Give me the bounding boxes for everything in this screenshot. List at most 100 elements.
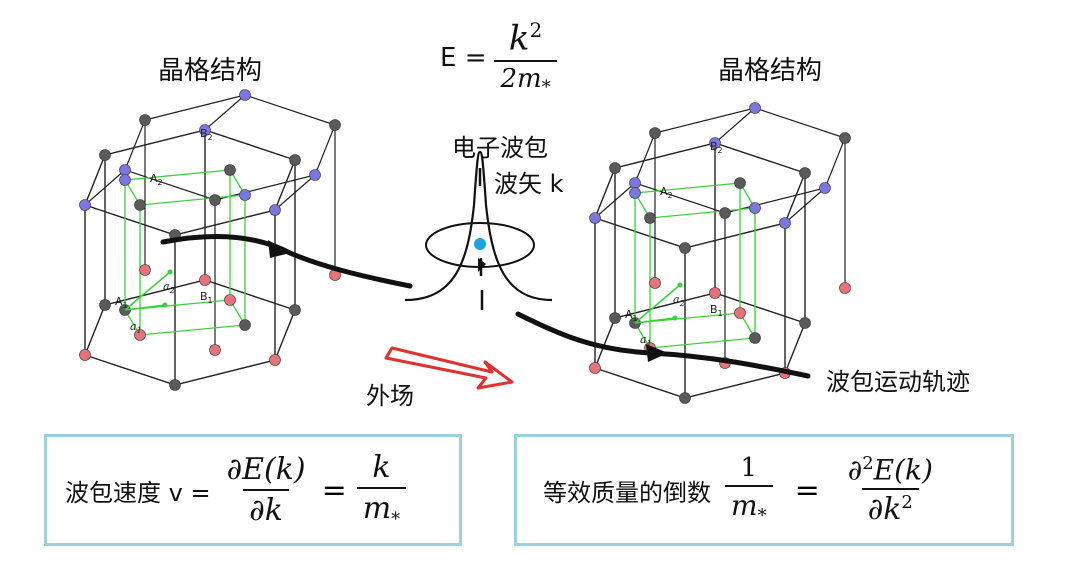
lattice-right-atom-cell-top [644, 212, 656, 224]
lattice-right-label-b1: B1 [710, 303, 723, 318]
lattice-left-atom-back [309, 169, 321, 181]
trajectory-arrow-left [268, 240, 290, 258]
lattice-right-atom-top [709, 137, 721, 149]
lattice-left-connector [274, 174, 316, 211]
lattice-left-title: 晶格结构 [158, 56, 263, 86]
lattice-right-vector-a2 [634, 284, 681, 324]
lattice-right-cell-top [633, 182, 757, 219]
lattice-right-vector-a2-head [677, 282, 683, 288]
lattice-right-atom-top [779, 217, 791, 229]
external-field-label: 外场 [366, 382, 414, 410]
lattice-right-vector-a1 [634, 317, 676, 324]
lattice-right-label-a1-vector: a1 [640, 333, 652, 348]
lattice-left-label-a2-atom: A2 [150, 172, 163, 187]
lattice-left-cell-top [123, 169, 247, 206]
lattice-right-label-a2-vector: a2 [673, 293, 685, 308]
lattice-left-atoms [79, 89, 341, 391]
lattice-right-atom-cell-bottom [734, 307, 746, 319]
lattice-right-atom-bottom [709, 287, 721, 299]
lattice-right-atom-top [609, 162, 621, 174]
velocity-den2-sub: * [391, 509, 401, 530]
lattice-left-label-b2-sub: 2 [208, 133, 213, 142]
lattice-left-lattice-vectors [124, 269, 173, 311]
dispersion-den-sub: * [541, 77, 551, 99]
mass-formula-box: 等效质量的倒数 1 m* = ∂2E(k) ∂k2 [514, 434, 1014, 546]
velocity-den2: m [362, 491, 392, 526]
external-field-arrow [384, 346, 514, 390]
velocity-formula-box: 波包速度 v = ∂E(k) ∂k = k m* [44, 434, 462, 546]
lattice-left-label-a1-vector-sub: 1 [137, 326, 142, 335]
dispersion-den: 2m [500, 64, 542, 95]
trajectory-path-right [515, 311, 811, 379]
lattice-right-label-a1-atom-sub: 1 [633, 314, 638, 323]
lattice-right-label-a2-vector-sub: 2 [679, 299, 685, 308]
lattice-left-atom-back [239, 89, 251, 101]
lattice-left-vector-a1-head [162, 302, 168, 308]
lattice-right-atom-cell-top [734, 177, 746, 189]
mass-fraction-2: ∂2E(k) ∂k2 [842, 453, 939, 527]
mass-den1: m [731, 489, 758, 523]
dispersion-fraction: k2 2m* [494, 18, 557, 99]
velocity-num1: ∂E(k) [226, 452, 306, 487]
dispersion-k: k [508, 18, 530, 59]
lattice-right-label-a1-atom: A1 [625, 308, 638, 323]
lattice-right-top-hex [594, 142, 806, 249]
lattice-left-atom-back-bottom [139, 264, 151, 276]
lattice-left-atom-bottom [99, 299, 111, 311]
lattice-right-atom-back-bottom [839, 282, 851, 294]
lattice-left-vector-a2-head [167, 269, 173, 275]
lattice-right-atom-back [629, 177, 641, 189]
lattice-left-atom-bottom [199, 274, 211, 286]
lattice-right-atom-back [719, 207, 731, 219]
lattice-left-label-a2-atom-sub: 2 [158, 178, 163, 187]
mass-den2: ∂k [867, 492, 902, 528]
lattice-right-label-a1-vector-sub: 1 [647, 339, 652, 348]
lattice-left-atom-cell-top [119, 174, 131, 186]
lattice-left-atom-top [99, 149, 111, 161]
lattice-left-atom-cell-bottom [134, 329, 146, 341]
axis-arrowhead [478, 258, 486, 272]
lattice-left-atom-cell-top [134, 199, 146, 211]
lattice-left-atom-cell-bottom [224, 294, 236, 306]
lattice-right-label-a2-atom: A2 [660, 185, 673, 200]
lattice-left-atom-bottom [269, 354, 281, 366]
lattice-left-atom-top [269, 204, 281, 216]
velocity-num2: k [372, 450, 391, 485]
trajectory [160, 234, 811, 379]
velocity-den1: ∂k [243, 489, 289, 528]
lattice-left-vector-a2 [124, 271, 171, 311]
lattice-left-vector-a1 [124, 304, 166, 311]
lattice-left-label-a2-vector: a2 [163, 280, 175, 295]
lattice-right-connector [784, 187, 826, 224]
wave-packet [404, 150, 553, 310]
mass-equals: = [794, 472, 820, 508]
lattice-left-atom-cell-top [239, 189, 251, 201]
lattice-left-atom-bottom [169, 379, 181, 391]
dispersion-lhs: E = [440, 43, 487, 74]
lattice-left-connector [204, 94, 246, 131]
mass-den1-sub: * [757, 505, 767, 527]
lattice-left-connector [84, 169, 126, 206]
lattice-left-atom-bottom [289, 304, 301, 316]
mass-fraction-1: 1 m* [725, 453, 773, 527]
lattice-right-atom-top [799, 167, 811, 179]
trajectory-label: 波包运动轨迹 [826, 368, 970, 396]
lattice-left-cell-bottom [123, 299, 247, 336]
lattice-left-label-a1-atom-sub: 1 [123, 301, 128, 310]
lattice-right-atom-cell-bottom [749, 332, 761, 344]
electron-packet-label: 电子波包 [452, 134, 548, 162]
lattice-right-label-b2-sub: 2 [718, 146, 723, 155]
mass-num2-exp: 2 [862, 452, 874, 474]
wave-packet-curve [404, 150, 553, 302]
velocity-fraction-2: k m* [356, 450, 407, 530]
lattice-right-atom-cell-top [749, 202, 761, 214]
lattice-right-title: 晶格结构 [718, 56, 823, 86]
lattice-right-connector [594, 182, 636, 219]
lattice-right-atom-bottom [799, 317, 811, 329]
lattice-right-atom-back-bottom [649, 277, 661, 289]
lattice-left-label-a1-atom: A1 [115, 295, 128, 310]
electron-dot [474, 238, 486, 250]
